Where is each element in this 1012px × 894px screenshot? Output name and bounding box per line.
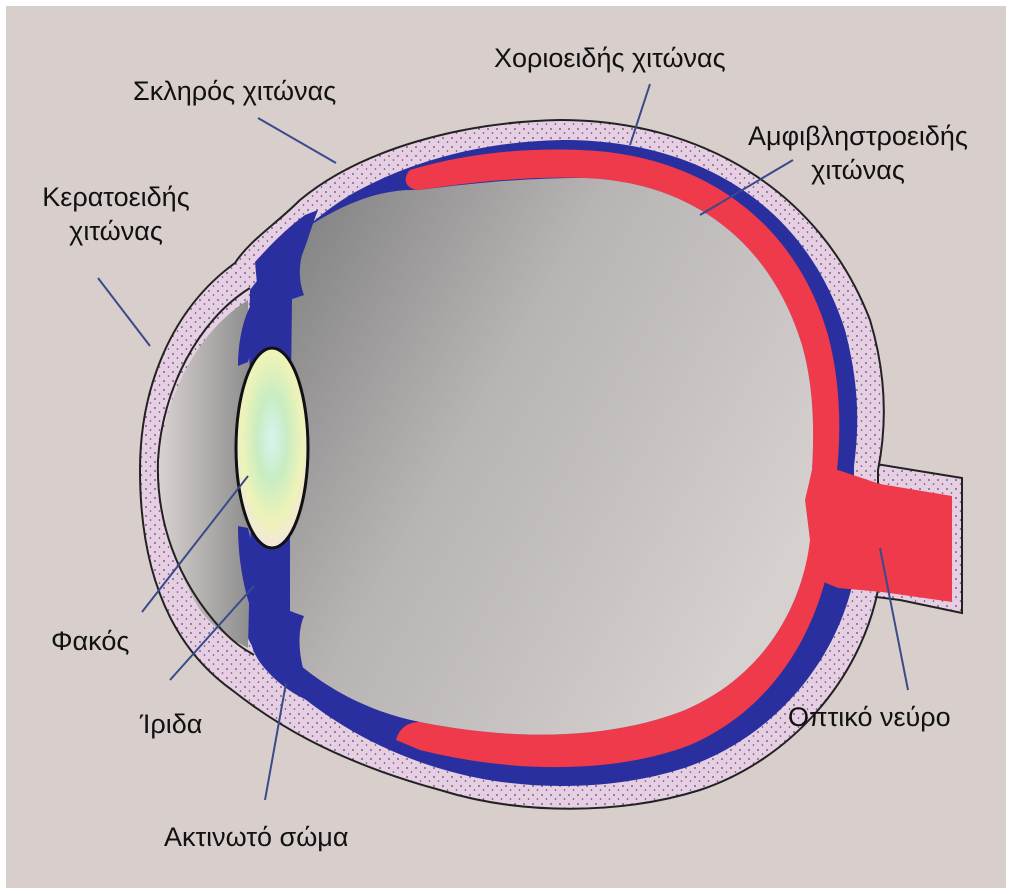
label-skleros: Σκληρός χιτώνας xyxy=(133,74,336,108)
lens xyxy=(236,348,308,548)
label-optiko: Οπτικό νεύρο xyxy=(788,700,951,734)
label-aktinoto: Ακτινωτό σώμα xyxy=(164,820,348,854)
label-chorioeidis: Χοριοειδής χιτώνας xyxy=(494,41,726,75)
label-keratoeidis: Κερατοειδής χιτώνας xyxy=(16,180,216,248)
label-amfivlistroeidis: Αμφιβληστροειδής χιτώνας xyxy=(733,119,983,187)
label-irida: Ίριδα xyxy=(140,707,202,741)
vitreous-body xyxy=(288,178,813,735)
label-fakos: Φακός xyxy=(51,624,129,658)
